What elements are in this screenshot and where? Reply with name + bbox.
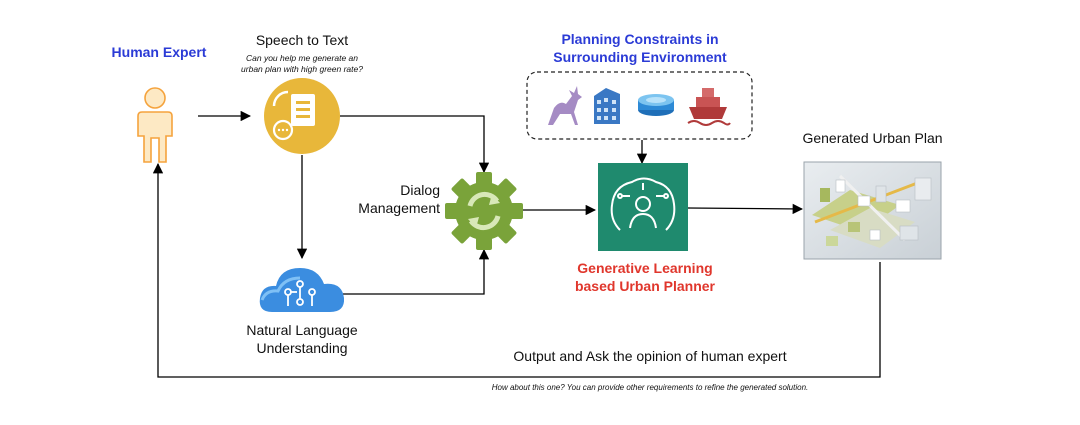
cloud-network-icon [259,268,345,312]
person-icon [137,87,173,163]
gear-sync-icon [445,172,523,250]
speech-prompt-line1: Can you help me generate an [246,53,358,63]
deer-icon [548,86,582,125]
urban-plan-image [803,161,942,260]
ship-icon [687,88,731,126]
building-icon [594,88,620,124]
dialog-label-line2: Management [358,200,440,216]
brain-person-icon [598,163,688,251]
speech-prompt-line2: urban plan with high green rate? [241,64,363,74]
human-expert-label: Human Expert [111,44,207,60]
connectors [152,110,881,378]
constraints-box [526,71,753,140]
planner-title-line2: based Urban Planner [574,278,716,294]
nlu-label-line2: Understanding [256,340,348,356]
constraints-title-line1: Planning Constraints in [561,31,719,47]
feedback-label: Output and Ask the opinion of human expe… [513,348,787,364]
feedback-prompt: How about this one? You can provide othe… [491,383,809,392]
arrow-planner-to-plan [687,203,804,215]
arrow-feedback-loop [152,162,881,378]
speech-to-text-label: Speech to Text [255,32,349,48]
arrow-speech-to-dialog [340,115,490,174]
planner-title-line1: Generative Learning [577,260,713,276]
generated-plan-label: Generated Urban Plan [802,130,943,146]
constraints-title-line2: Surrounding Environment [553,49,727,65]
nlu-label-line1: Natural Language [246,322,358,338]
document-speech-icon [264,78,340,154]
dialog-label-line1: Dialog [400,182,440,198]
arrow-nlu-to-dialog [343,248,490,295]
water-tank-icon [638,94,674,116]
